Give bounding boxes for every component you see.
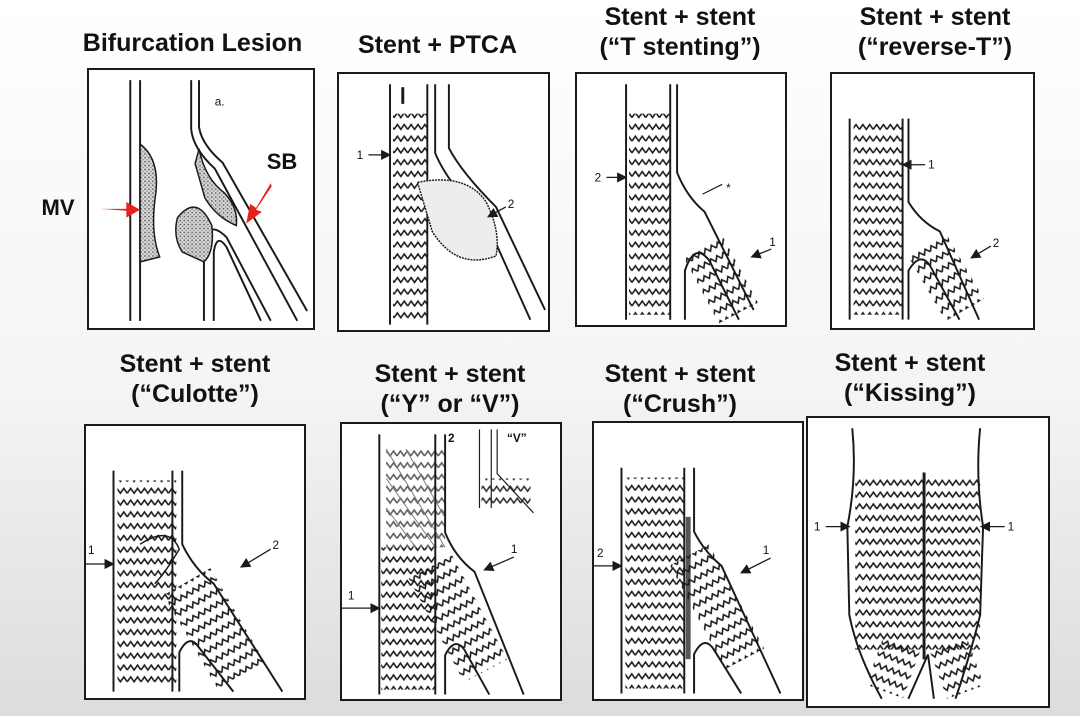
title-bifurcation-lesion: Bifurcation Lesion bbox=[82, 29, 303, 57]
reverse-t-label-2: 2 bbox=[993, 237, 1000, 250]
v-inset-label: “V” bbox=[507, 432, 527, 445]
title-crush: Stent + stent (“Crush”) bbox=[560, 359, 800, 419]
sb-arrow bbox=[246, 183, 272, 224]
panel-stent-ptca: 1 2 bbox=[337, 72, 550, 332]
y-or-v-drawing: “V” 2 1 1 bbox=[342, 429, 534, 696]
panel-crush: 2 1 bbox=[592, 421, 804, 701]
title-crush-line2: (“Crush”) bbox=[623, 390, 737, 418]
title-t-stenting: Stent + stent (“T stenting”) bbox=[560, 2, 800, 62]
y-label-1-right: 1 bbox=[511, 543, 518, 556]
ptca-label-1: 1 bbox=[357, 149, 364, 162]
title-culotte: Stent + stent (“Culotte”) bbox=[75, 349, 315, 409]
y-label-1-left: 1 bbox=[348, 589, 355, 602]
ptca-label-2: 2 bbox=[508, 198, 515, 211]
mv-arrow bbox=[100, 201, 141, 218]
title-culotte-line2: (“Culotte”) bbox=[131, 380, 259, 408]
sb-plaque bbox=[194, 148, 238, 227]
panel-reverse-t: 1 2 bbox=[830, 72, 1035, 330]
bifurcation-drawing: a. bbox=[100, 80, 308, 322]
reverse-t-drawing: 1 2 bbox=[848, 118, 1000, 322]
title-t-stenting-line1: Stent + stent bbox=[604, 3, 756, 31]
panel-kissing: 1 1 bbox=[806, 416, 1050, 708]
panel-bifurcation-lesion: a. bbox=[87, 68, 315, 330]
stent-ptca-drawing: 1 2 bbox=[357, 84, 546, 325]
t-label-1: 1 bbox=[769, 236, 776, 249]
title-y-or-v-line1: Stent + stent bbox=[374, 360, 526, 388]
t-stenting-drawing: 2 * 1 bbox=[595, 84, 776, 324]
panel-culotte: 1 2 bbox=[84, 424, 306, 700]
panel-y-or-v: “V” 2 1 1 bbox=[340, 422, 562, 701]
y-label-2: 2 bbox=[448, 432, 455, 445]
title-kissing: Stent + stent (“Kissing”) bbox=[790, 348, 1030, 408]
title-reverse-t: Stent + stent (“reverse-T”) bbox=[815, 2, 1055, 62]
reverse-t-label-1: 1 bbox=[928, 159, 935, 172]
panel-a-label: a. bbox=[215, 96, 225, 109]
title-reverse-t-line2: (“reverse-T”) bbox=[857, 33, 1013, 61]
title-kissing-line2: (“Kissing”) bbox=[844, 379, 976, 407]
title-culotte-line1: Stent + stent bbox=[119, 350, 271, 378]
crush-label-1: 1 bbox=[763, 544, 770, 557]
culotte-drawing: 1 2 bbox=[86, 470, 284, 693]
t-label-2: 2 bbox=[595, 171, 602, 184]
title-y-or-v-line2: (“Y” or “V”) bbox=[380, 390, 520, 418]
crush-label-2: 2 bbox=[597, 547, 604, 560]
carina-plaque bbox=[175, 206, 214, 263]
title-y-or-v: Stent + stent (“Y” or “V”) bbox=[330, 359, 570, 419]
sb-label: SB bbox=[266, 149, 298, 174]
title-crush-line1: Stent + stent bbox=[604, 360, 756, 388]
title-reverse-t-line1: Stent + stent bbox=[859, 3, 1011, 31]
t-star: * bbox=[726, 182, 731, 195]
title-t-stenting-line2: (“T stenting”) bbox=[599, 33, 761, 61]
culotte-label-1: 1 bbox=[88, 544, 95, 557]
culotte-label-2: 2 bbox=[273, 539, 280, 552]
kissing-label-1-right: 1 bbox=[1008, 520, 1015, 534]
title-kissing-line1: Stent + stent bbox=[834, 349, 986, 377]
mv-label: MV bbox=[41, 195, 75, 220]
mv-plaque bbox=[139, 142, 161, 263]
kissing-drawing: 1 1 bbox=[814, 428, 1015, 700]
panel-t-stenting: 2 * 1 bbox=[575, 72, 787, 327]
balloon bbox=[416, 179, 498, 261]
crush-drawing: 2 1 bbox=[594, 467, 782, 694]
title-stent-ptca: Stent + PTCA bbox=[357, 31, 518, 59]
kissing-label-1-left: 1 bbox=[814, 520, 821, 534]
